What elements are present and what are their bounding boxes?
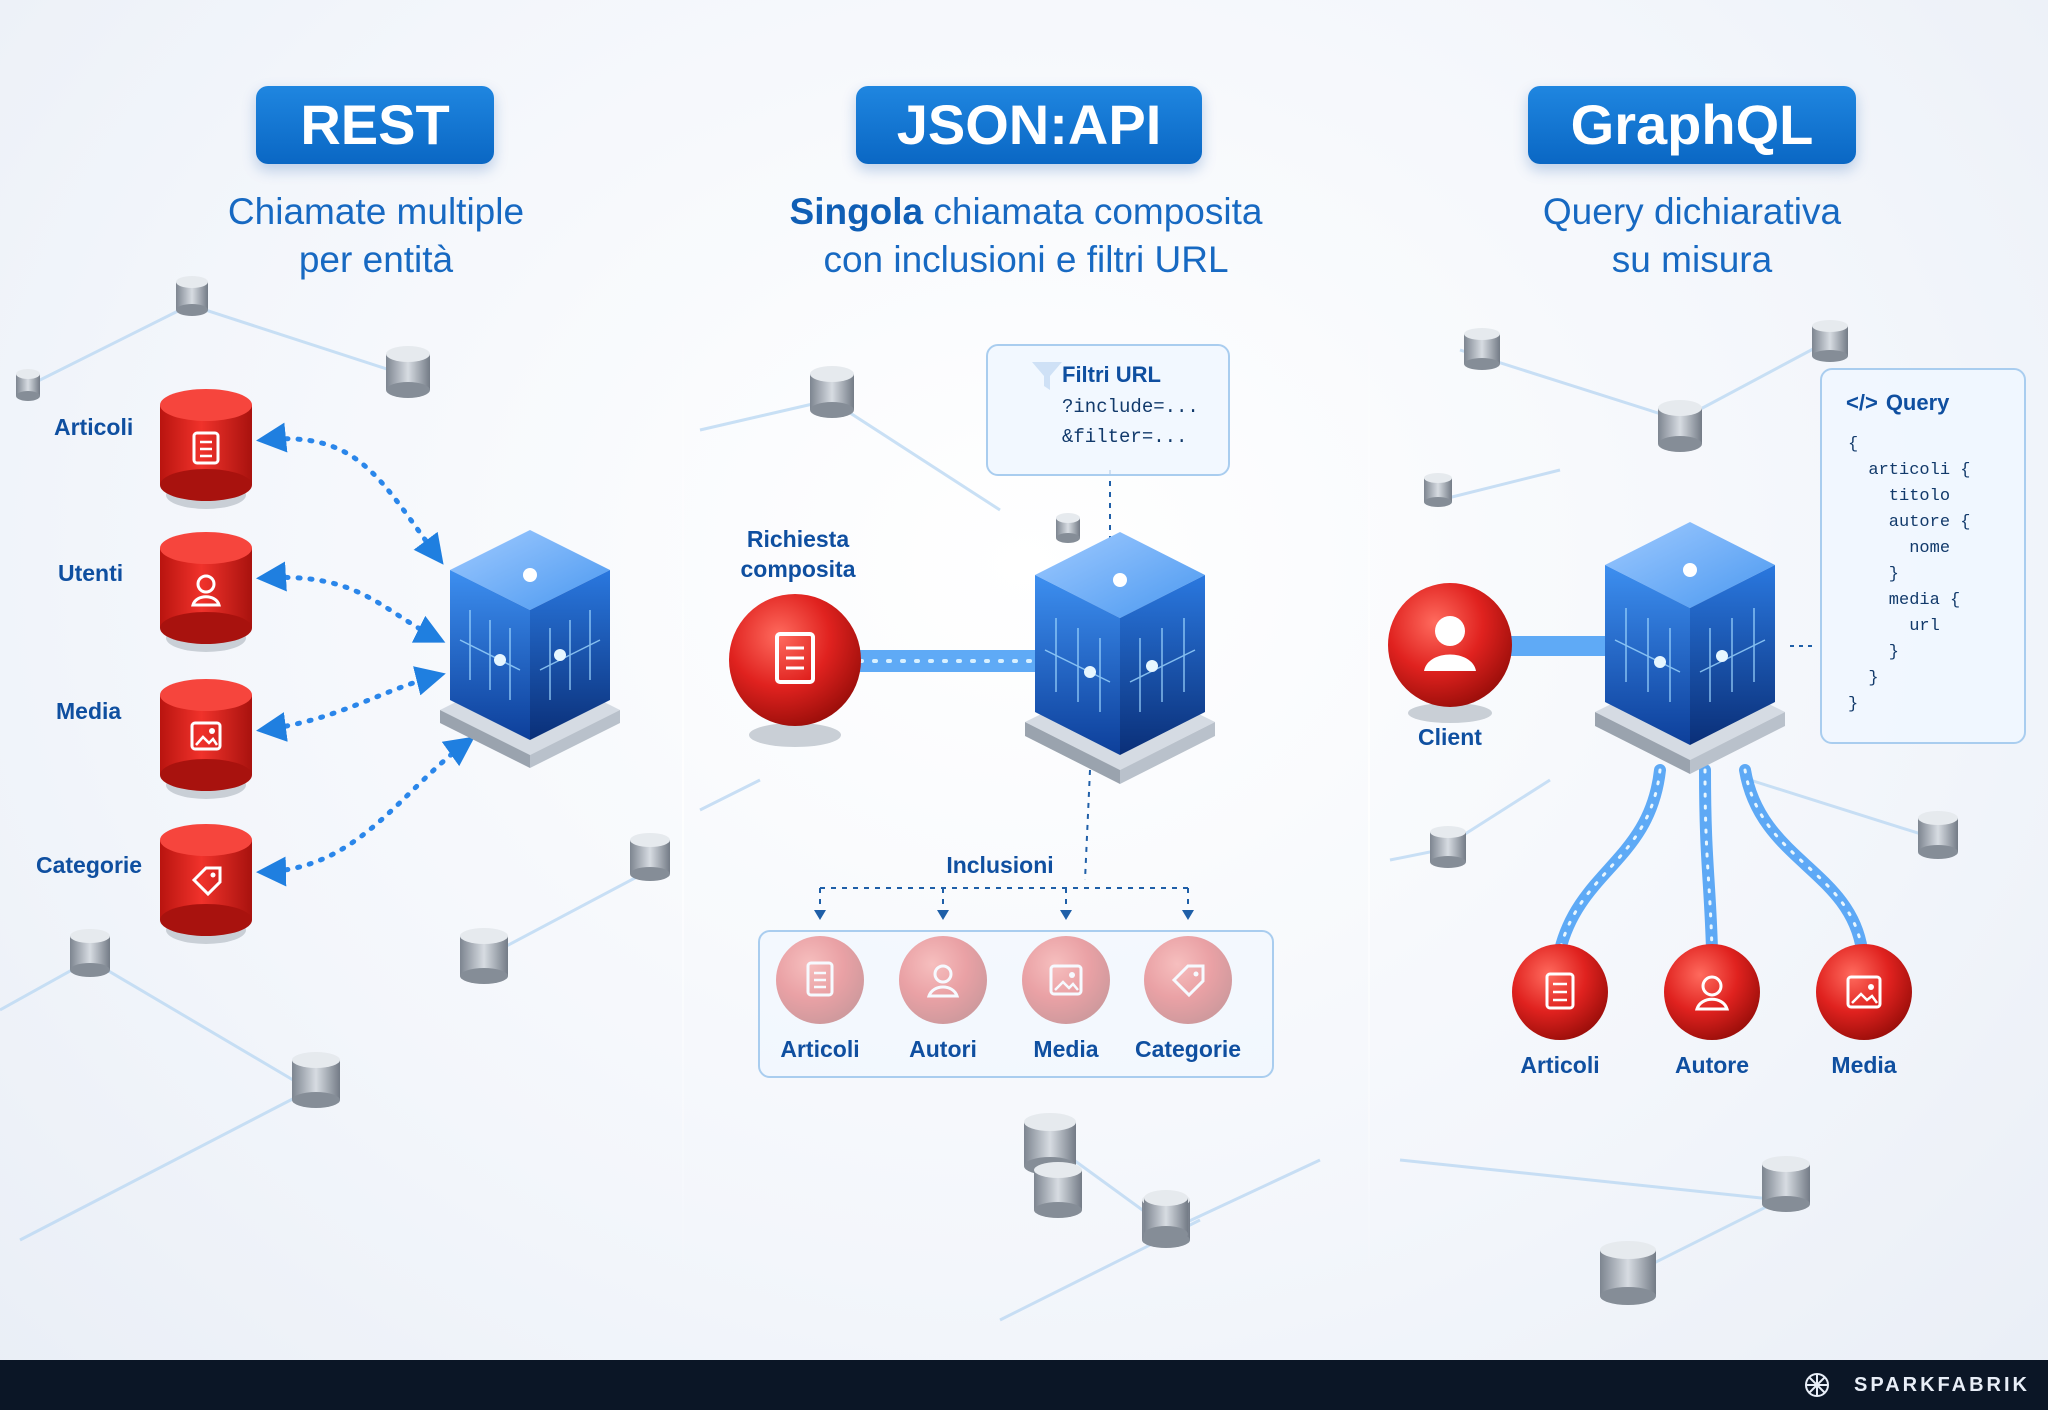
filter-box xyxy=(986,344,1230,476)
query-line: } xyxy=(1848,565,1900,584)
brand-name: SPARKFABRIK xyxy=(1854,1374,2030,1396)
query-box-title: Query xyxy=(1885,390,1950,415)
panel-divider xyxy=(1368,290,1370,1290)
query-line: } xyxy=(1848,643,1900,662)
query-line: autore { xyxy=(1848,513,1971,532)
client-label: Client xyxy=(1418,724,1482,750)
rest-subtitle: Chiamate multiple per entità xyxy=(56,188,696,284)
composite-request-label-line2: composita xyxy=(740,556,856,582)
panel-divider xyxy=(682,290,684,1290)
rest-entity-label: Categorie xyxy=(36,852,143,878)
filter-box-title: Filtri URL xyxy=(1062,362,1161,387)
rest-entity-label: Utenti xyxy=(58,560,124,586)
rest-entity-cylinders xyxy=(160,389,252,944)
graphql-client-ball xyxy=(1388,583,1512,723)
code-icon: </> xyxy=(1846,390,1878,415)
composite-request-label-line1: Richiesta xyxy=(746,526,850,552)
graphql-title-badge: GraphQL xyxy=(1528,86,1856,164)
jsonapi-request-ball xyxy=(729,594,861,747)
inclusions-arrowheads xyxy=(814,910,1194,920)
query-line: media { xyxy=(1848,591,1961,610)
graphql-output-label: Media xyxy=(1831,1052,1897,1078)
query-box-header: </> Query xyxy=(1846,390,1949,416)
database-node-icon xyxy=(16,276,1958,1305)
graphql-subtitle: Query dichiarativa su misura xyxy=(1372,188,2012,284)
rest-entity-label: Media xyxy=(56,698,122,724)
query-line: nome xyxy=(1848,539,1951,558)
query-box xyxy=(1820,368,2026,744)
server-cube-icon xyxy=(1025,532,1215,784)
server-cube-icon xyxy=(1595,522,1785,774)
query-line: url xyxy=(1848,617,1940,636)
jsonapi-subtitle-line1: Singola chiamata composita xyxy=(706,188,1346,236)
graphql-output-balls xyxy=(1512,944,1912,1040)
jsonapi-request-link xyxy=(850,650,1050,672)
rest-entity-label: Articoli xyxy=(54,414,134,440)
jsonapi-subtitle-rest: chiamata composita xyxy=(923,191,1263,232)
inclusion-label: Articoli xyxy=(780,1036,860,1062)
sparkfabrik-logo-icon xyxy=(1805,1373,1829,1397)
jsonapi-subtitle-bold: Singola xyxy=(789,191,924,232)
query-line: titolo xyxy=(1848,487,1951,506)
query-code: { articoli { titolo autore { nome } medi… xyxy=(1848,432,1970,718)
filter-line: ?include=... xyxy=(1062,396,1199,418)
rest-subtitle-line2: per entità xyxy=(298,239,454,280)
rest-title-badge: REST xyxy=(256,86,494,164)
inclusions-tree xyxy=(819,769,1189,915)
jsonapi-subtitle: Singola chiamata composita con inclusion… xyxy=(706,188,1346,284)
inclusion-label: Media xyxy=(1033,1036,1099,1062)
query-line: articoli { xyxy=(1848,461,1971,480)
graphql-output-branches-dots xyxy=(1558,768,1864,952)
graphql-output-label: Articoli xyxy=(1520,1052,1600,1078)
composite-request-label: Richiesta composita xyxy=(718,524,878,584)
filter-line: &filter=... xyxy=(1062,426,1188,448)
graphql-output-label: Autore xyxy=(1674,1052,1750,1078)
query-line: } xyxy=(1848,669,1879,688)
footer-bar: SPARKFABRIK xyxy=(0,1360,2048,1410)
graphql-client-link xyxy=(1500,636,1815,656)
graphql-output-branches xyxy=(1554,764,1868,956)
rest-connectors xyxy=(256,422,475,887)
query-line: } xyxy=(1848,695,1859,714)
graphql-subtitle-line2: su misura xyxy=(1611,239,1773,280)
inclusions-box xyxy=(758,930,1274,1078)
graphql-subtitle-line1: Query dichiarativa xyxy=(1542,191,1842,232)
inclusions-label: Inclusioni xyxy=(946,852,1054,878)
inclusion-label: Autori xyxy=(909,1036,977,1062)
inclusion-label: Categorie xyxy=(1134,1036,1242,1062)
jsonapi-subtitle-line2: con inclusioni e filtri URL xyxy=(823,239,1229,280)
rest-subtitle-line1: Chiamate multiple xyxy=(227,191,525,232)
jsonapi-title-badge: JSON:API xyxy=(856,86,1202,164)
server-cube-icon xyxy=(440,530,620,768)
query-line: { xyxy=(1848,435,1859,454)
